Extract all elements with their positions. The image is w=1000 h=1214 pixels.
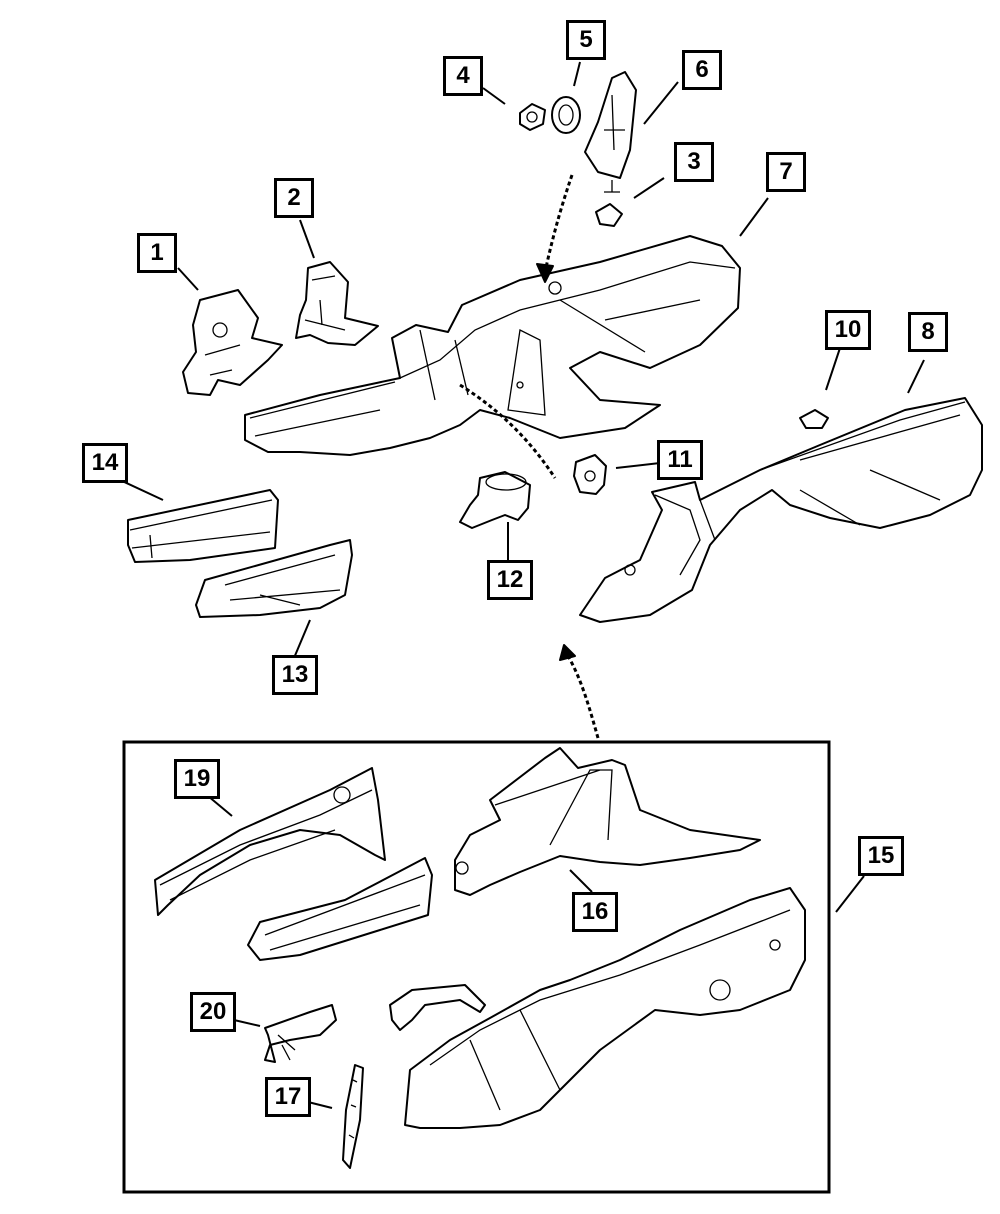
callout-17: 17: [265, 1077, 311, 1117]
callout-11: 11: [657, 440, 703, 480]
part-2-bracket: [295, 261, 379, 346]
part-1-bracket: [182, 289, 283, 396]
assembly-arrows: [459, 174, 600, 739]
part-14-rail: [127, 489, 279, 563]
callout-19: 19: [174, 759, 220, 799]
callout-8: 8: [908, 312, 948, 352]
part-19-rail: [154, 767, 386, 916]
part-3-clip: [595, 203, 623, 227]
callout-13: 13: [272, 655, 318, 695]
part-8-frame-assembly: [579, 397, 983, 623]
callout-4: 4: [443, 56, 483, 96]
callout-7: 7: [766, 152, 806, 192]
part-11-bracket: [573, 454, 607, 495]
callout-15: 15: [858, 836, 904, 876]
callout-14: 14: [82, 443, 128, 483]
callout-1: 1: [137, 233, 177, 273]
part-10-nut: [799, 409, 829, 429]
part-6-bracket: [584, 71, 637, 193]
part-12-mount: [459, 471, 531, 529]
callout-16: 16: [572, 892, 618, 932]
callout-20: 20: [190, 992, 236, 1032]
inset-bracket: [389, 984, 486, 1031]
part-16-panel: [454, 747, 761, 896]
part-4-nut: [519, 103, 546, 131]
callout-6: 6: [682, 50, 722, 90]
part-7-frame-assembly: [244, 235, 741, 456]
part-5-grommet: [551, 96, 581, 134]
callout-2: 2: [274, 178, 314, 218]
inset-leader-lines: [207, 795, 865, 1109]
part-15-frame-assembly: [404, 887, 806, 1129]
part-13-rail: [195, 539, 353, 618]
leader-lines: [119, 61, 925, 659]
inset-rail-lower: [247, 857, 433, 961]
callout-10: 10: [825, 310, 871, 350]
inset-frame: [122, 740, 831, 1194]
callout-5: 5: [566, 20, 606, 60]
callout-3: 3: [674, 142, 714, 182]
callout-12: 12: [487, 560, 533, 600]
part-20-bracket: [264, 1004, 337, 1063]
part-17-plate: [342, 1064, 364, 1169]
